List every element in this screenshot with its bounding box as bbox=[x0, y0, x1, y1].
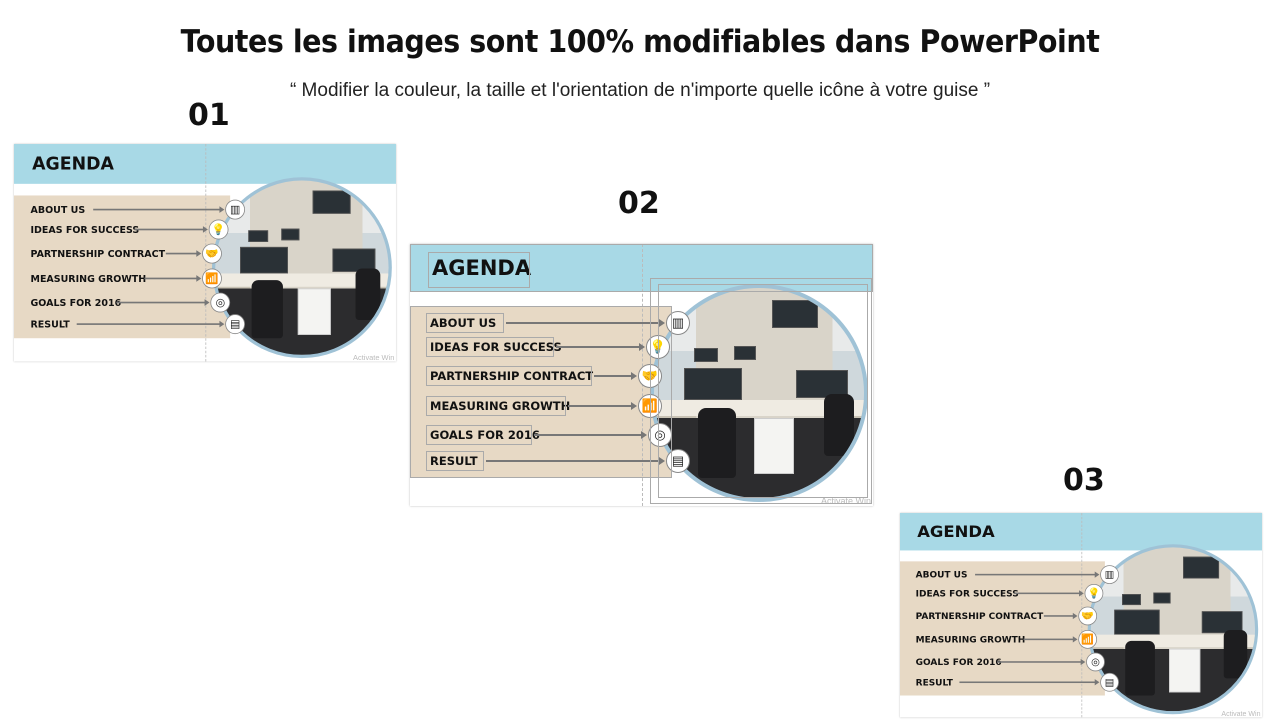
agenda-item-label[interactable]: ABOUT US bbox=[915, 569, 968, 581]
lightbulb-icon[interactable]: 💡 bbox=[646, 335, 670, 359]
arrow-connector bbox=[144, 275, 202, 282]
agenda-item-label[interactable]: GOALS FOR 2016 bbox=[915, 656, 1002, 668]
arrow-connector bbox=[568, 402, 637, 410]
agenda-item-label[interactable]: RESULT bbox=[430, 454, 478, 468]
agenda-panel[interactable]: AGENDA ABOUT US ▥ IDEAS FOR SUCCESS 💡 PARTNE… bbox=[410, 244, 873, 506]
arrow-connector bbox=[165, 250, 202, 257]
agenda-panel[interactable]: AGENDA ABOUT US ▥ IDEAS FOR SUCCESS 💡 PARTNE… bbox=[14, 144, 396, 362]
agenda-heading[interactable]: AGENDA bbox=[432, 256, 532, 280]
lightbulb-icon[interactable]: 💡 bbox=[1084, 583, 1104, 603]
agenda-list-background bbox=[900, 561, 1105, 696]
agenda-list-background bbox=[410, 306, 672, 478]
arrow-connector bbox=[594, 372, 637, 380]
variant-number-2: 02 bbox=[618, 186, 660, 221]
target-icon[interactable]: ◎ bbox=[1086, 652, 1105, 672]
target-icon[interactable]: ◎ bbox=[210, 292, 231, 313]
agenda-item-label[interactable]: RESULT bbox=[30, 318, 70, 330]
lightbulb-icon[interactable]: 💡 bbox=[208, 219, 229, 240]
activation-watermark: Activate Win bbox=[1221, 709, 1261, 718]
agenda-item-label[interactable]: MEASURING GROWTH bbox=[430, 399, 571, 413]
slide-subtitle: “ Modifier la couleur, la taille et l'or… bbox=[289, 80, 991, 101]
arrow-connector bbox=[959, 679, 1100, 686]
arrow-connector bbox=[93, 206, 225, 213]
target-icon[interactable]: ◎ bbox=[648, 423, 672, 447]
arrow-connector bbox=[1043, 612, 1078, 620]
agenda-item-label[interactable]: GOALS FOR 2016 bbox=[30, 296, 122, 309]
arrow-connector bbox=[1014, 590, 1084, 597]
variant-number-1: 01 bbox=[188, 98, 230, 133]
variant-number-3: 03 bbox=[1063, 463, 1105, 498]
book-icon[interactable]: ▥ bbox=[225, 199, 245, 220]
agenda-slide-variant-1[interactable]: AGENDA ABOUT US ▥ IDEAS FOR SUCCESS 💡 PARTNE… bbox=[14, 144, 396, 362]
agenda-item-label[interactable]: MEASURING GROWTH bbox=[915, 633, 1026, 645]
agenda-slide-variant-2-selected[interactable]: AGENDA ABOUT US ▥ IDEAS FOR SUCCESS 💡 PARTNE… bbox=[410, 244, 873, 506]
agenda-item-label[interactable]: PARTNERSHIP CONTRACT bbox=[915, 610, 1044, 622]
agenda-item-label[interactable]: IDEAS FOR SUCCESS bbox=[30, 223, 140, 236]
growth-chart-icon[interactable]: 📶 bbox=[1078, 630, 1098, 649]
agenda-item-label[interactable]: RESULT bbox=[915, 676, 953, 688]
report-icon[interactable]: ▤ bbox=[225, 314, 245, 335]
agenda-item-label[interactable]: ABOUT US bbox=[430, 316, 497, 330]
agenda-item-label[interactable]: IDEAS FOR SUCCESS bbox=[430, 340, 562, 354]
handshake-icon[interactable]: 🤝 bbox=[202, 243, 222, 264]
growth-chart-icon[interactable]: 📶 bbox=[638, 394, 662, 418]
arrow-connector bbox=[556, 343, 645, 351]
arrow-connector bbox=[76, 320, 225, 328]
agenda-item-label[interactable]: MEASURING GROWTH bbox=[30, 272, 147, 285]
handshake-icon[interactable]: 🤝 bbox=[1078, 606, 1098, 626]
arrow-connector bbox=[534, 431, 647, 439]
arrow-connector bbox=[1023, 636, 1078, 643]
arrow-connector bbox=[486, 457, 665, 465]
activation-watermark: Activate Win bbox=[353, 353, 395, 362]
agenda-item-label[interactable]: ABOUT US bbox=[30, 203, 86, 216]
handshake-icon[interactable]: 🤝 bbox=[638, 364, 662, 388]
slide-title: Toutes les images sont 100% modifiables … bbox=[180, 24, 1100, 60]
agenda-slide-variant-3[interactable]: AGENDA ABOUT US ▥ IDEAS FOR SUCCESS 💡 PARTNE… bbox=[900, 513, 1263, 718]
agenda-heading[interactable]: AGENDA bbox=[32, 153, 114, 174]
agenda-item-label[interactable]: GOALS FOR 2016 bbox=[430, 428, 540, 442]
agenda-heading[interactable]: AGENDA bbox=[917, 522, 995, 542]
book-icon[interactable]: ▥ bbox=[1100, 565, 1119, 584]
book-icon[interactable]: ▥ bbox=[666, 311, 690, 335]
arrow-connector bbox=[116, 299, 210, 306]
agenda-item-label[interactable]: PARTNERSHIP CONTRACT bbox=[430, 369, 594, 383]
activation-watermark: Activate Win bbox=[820, 496, 871, 506]
agenda-header-bar bbox=[14, 144, 396, 184]
arrow-connector bbox=[134, 226, 208, 233]
arrow-connector bbox=[506, 319, 665, 327]
agenda-header-bar bbox=[900, 513, 1263, 551]
agenda-list-background bbox=[14, 195, 231, 339]
report-icon[interactable]: ▤ bbox=[666, 449, 690, 473]
arrow-connector bbox=[996, 658, 1086, 666]
report-icon[interactable]: ▤ bbox=[1100, 672, 1119, 692]
arrow-connector bbox=[975, 571, 1100, 578]
agenda-item-label[interactable]: IDEAS FOR SUCCESS bbox=[915, 587, 1019, 599]
agenda-panel[interactable]: AGENDA ABOUT US ▥ IDEAS FOR SUCCESS 💡 PARTNE… bbox=[900, 513, 1263, 718]
agenda-item-label[interactable]: PARTNERSHIP CONTRACT bbox=[30, 247, 166, 260]
growth-chart-icon[interactable]: 📶 bbox=[202, 268, 222, 289]
